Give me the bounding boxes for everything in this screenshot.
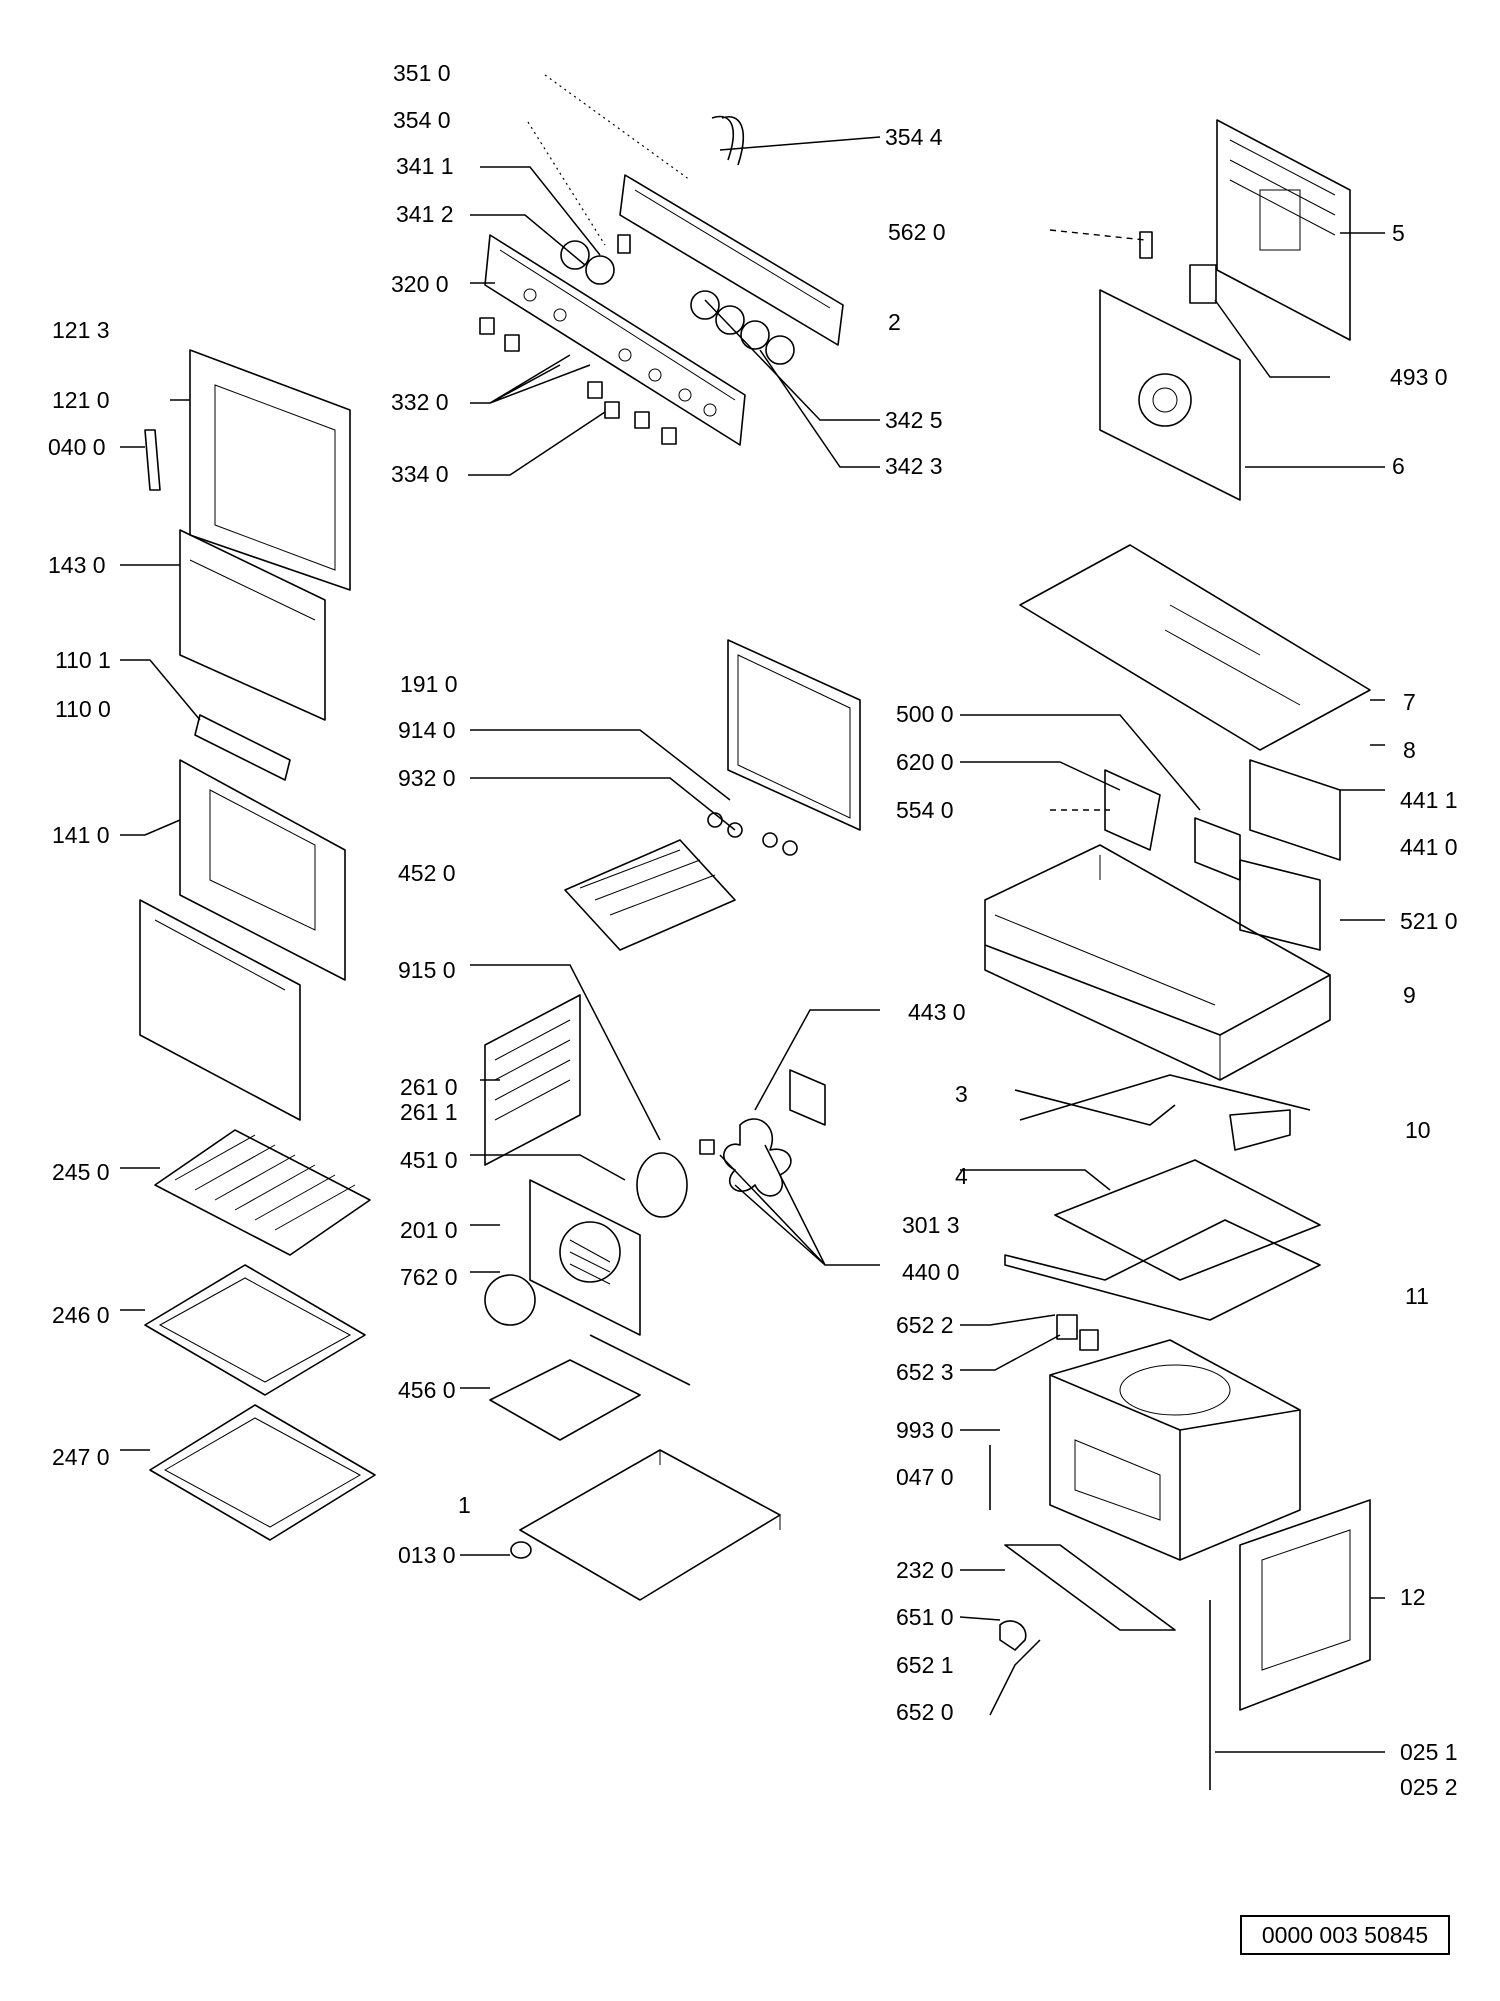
label-013-0: 013 0 [398,1542,456,1568]
casing-drawing [984,544,1371,1151]
label-521-0: 521 0 [1400,908,1458,934]
label-351-0: 351 0 [393,60,451,86]
label-620-0: 620 0 [896,749,954,775]
center-parts-drawing [484,639,861,1601]
label-354-4: 354 4 [885,124,943,150]
label-7: 7 [1403,689,1416,715]
racks-drawing [144,1129,376,1541]
label-332-0: 332 0 [391,389,449,415]
label-441-0: 441 0 [1400,834,1458,860]
label-320-0: 320 0 [391,271,449,297]
label-247-0: 247 0 [52,1444,110,1470]
label-040-0: 040 0 [48,434,106,460]
label-121-0: 121 0 [52,387,110,413]
label-025-2: 025 2 [1400,1774,1458,1800]
label-246-0: 246 0 [52,1302,110,1328]
part-drawings [139,115,1371,1790]
label-554-0: 554 0 [896,797,954,823]
label-5: 5 [1392,220,1405,246]
label-245-0: 245 0 [52,1159,110,1185]
label-932-0: 932 0 [398,765,456,791]
document-number: 0000 003 50845 [1261,1921,1429,1948]
control-panel-drawing [479,115,844,446]
label-652-1: 652 1 [896,1652,954,1678]
label-10: 10 [1405,1117,1431,1143]
label-342-5: 342 5 [885,407,943,433]
label-993-0: 993 0 [896,1417,954,1443]
label-261-1: 261 1 [400,1099,458,1125]
label-025-1: 025 1 [1400,1739,1458,1765]
label-301-3: 301 3 [902,1212,960,1238]
part-labels: 351 0 354 0 341 1 341 2 320 0 332 0 334 … [48,60,1458,1800]
label-11: 11 [1405,1283,1429,1309]
label-652-2: 652 2 [896,1312,954,1338]
label-762-0: 762 0 [400,1264,458,1290]
label-354-0: 354 0 [393,107,451,133]
label-493-0: 493 0 [1390,364,1448,390]
label-8: 8 [1403,737,1416,763]
label-110-0: 110 0 [55,696,111,722]
label-261-0: 261 0 [400,1074,458,1100]
label-500-0: 500 0 [896,701,954,727]
leader-lines [120,74,1385,1753]
oven-cavity-drawing [989,1159,1371,1790]
label-651-0: 651 0 [896,1604,954,1630]
label-110-1: 110 1 [55,647,111,673]
rear-panel-drawing [1099,119,1351,501]
label-441-1: 441 1 [1400,787,1458,813]
label-652-3: 652 3 [896,1359,954,1385]
label-3: 3 [955,1081,968,1107]
label-452-0: 452 0 [398,860,456,886]
label-232-0: 232 0 [896,1557,954,1583]
document-number-box: 0000 003 50845 [1240,1915,1450,1955]
label-443-0: 443 0 [908,999,966,1025]
label-143-0: 143 0 [48,552,106,578]
label-047-0: 047 0 [896,1464,954,1490]
label-4: 4 [955,1163,968,1189]
label-456-0: 456 0 [398,1377,456,1403]
label-6: 6 [1392,453,1405,479]
label-2: 2 [888,309,901,335]
label-12: 12 [1400,1584,1426,1610]
label-1: 1 [458,1492,471,1518]
label-9: 9 [1403,982,1416,1008]
label-334-0: 334 0 [391,461,449,487]
label-141-0: 141 0 [52,822,110,848]
label-341-1: 341 1 [396,153,454,179]
label-652-0: 652 0 [896,1699,954,1725]
label-562-0: 562 0 [888,219,946,245]
label-915-0: 915 0 [398,957,456,983]
label-440-0: 440 0 [902,1259,960,1285]
label-121-3: 121 3 [52,317,110,343]
door-drawing [139,349,351,1121]
label-341-2: 341 2 [396,201,454,227]
label-201-0: 201 0 [400,1217,458,1243]
label-191-0: 191 0 [400,671,458,697]
label-342-3: 342 3 [885,453,943,479]
label-914-0: 914 0 [398,717,456,743]
label-451-0: 451 0 [400,1147,458,1173]
